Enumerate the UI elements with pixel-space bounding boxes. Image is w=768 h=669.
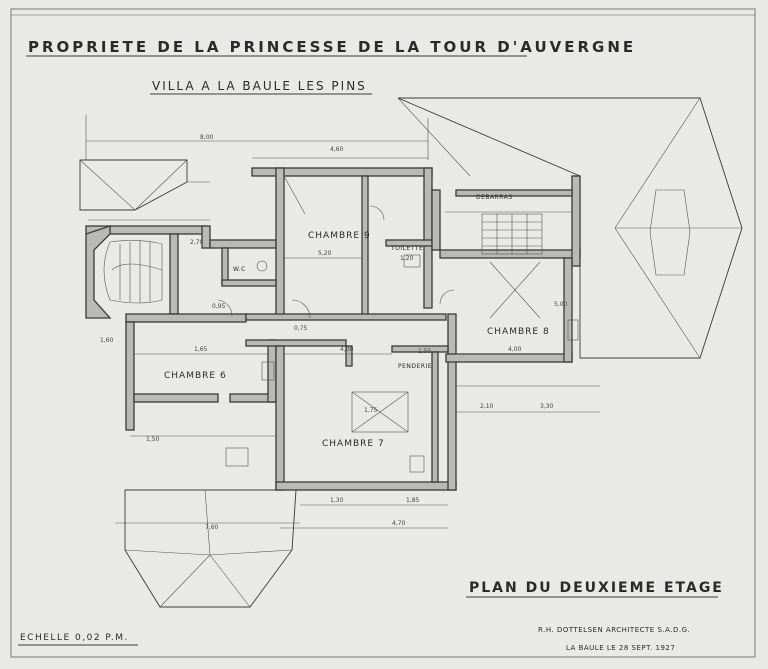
dim-overall-width: 8,00 <box>200 134 214 141</box>
room-label-debarras: DEBARRAS <box>476 194 513 201</box>
place-and-date: LA BAULE LE 28 SEPT. 1927 <box>566 644 675 652</box>
dim-toilette: 1,20 <box>400 255 414 262</box>
plan-title: PLAN DU DEUXIEME ETAGE <box>469 580 724 596</box>
dim-corridor: 0,75 <box>294 325 308 332</box>
sheet-border <box>10 8 756 658</box>
dim-bottom-overall: 4,70 <box>392 520 406 527</box>
room-label-chambre-7: CHAMBRE 7 <box>322 439 385 449</box>
room-label-chambre-9: CHAMBRE 9 <box>308 231 371 241</box>
scale-label: ECHELLE 0,02 P.M. <box>20 633 129 643</box>
dormer-outline <box>649 189 691 276</box>
dim-upper-width: 4,60 <box>330 146 344 153</box>
dim-right-lower-b: 3,30 <box>540 403 554 410</box>
dim-right-height: 5,00 <box>554 301 568 308</box>
dim-right-lower-a: 2,10 <box>480 403 494 410</box>
dim-chambre-7-width: 4,00 <box>340 346 354 353</box>
dim-closet: 1,75 <box>364 407 378 414</box>
dim-chambre-6-width: 1,65 <box>194 346 208 353</box>
left-roof <box>79 159 210 211</box>
dim-chambre-9-width: 5,20 <box>318 250 332 257</box>
architect-credit: R.H. DOTTELSEN ARCHITECTE S.A.D.G. <box>538 626 690 634</box>
dim-bottom-width: 7,60 <box>205 524 219 531</box>
interior-dimensions: 5,20 1,65 4,00 4,00 1,85 1,30 4,70 1,50 … <box>100 239 600 529</box>
drawing-subtitle: VILLA A LA BAULE LES PINS <box>152 79 367 93</box>
dim-stair-height: 2,70 <box>190 239 204 246</box>
room-label-chambre-6: CHAMBRE 6 <box>164 371 227 381</box>
room-label-toilette: TOILETTE <box>390 245 423 252</box>
fixtures <box>217 175 579 473</box>
bottom-roof: 7,60 <box>115 489 300 608</box>
spiral-stair <box>103 240 163 304</box>
dim-bottom-left: 1,30 <box>330 497 344 504</box>
drawing-title: PROPRIETE DE LA PRINCESSE DE LA TOUR D'A… <box>28 38 636 56</box>
top-dimensions: 8,00 4,60 <box>85 115 580 221</box>
room-label-chambre-8: CHAMBRE 8 <box>487 327 550 337</box>
room-label-penderie: PENDERIE <box>398 363 432 370</box>
dim-passage: 0,95 <box>212 303 226 310</box>
dim-left-lower: 1,60 <box>100 337 114 344</box>
straight-stair <box>481 213 543 255</box>
room-label-wc: W.C <box>233 266 246 273</box>
dim-chambre-6-bottom: 1,50 <box>146 436 160 443</box>
dim-penderie: 1,55 <box>418 348 432 355</box>
dim-chambre-8-width: 4,00 <box>508 346 522 353</box>
dim-bottom-right: 1,85 <box>406 497 420 504</box>
